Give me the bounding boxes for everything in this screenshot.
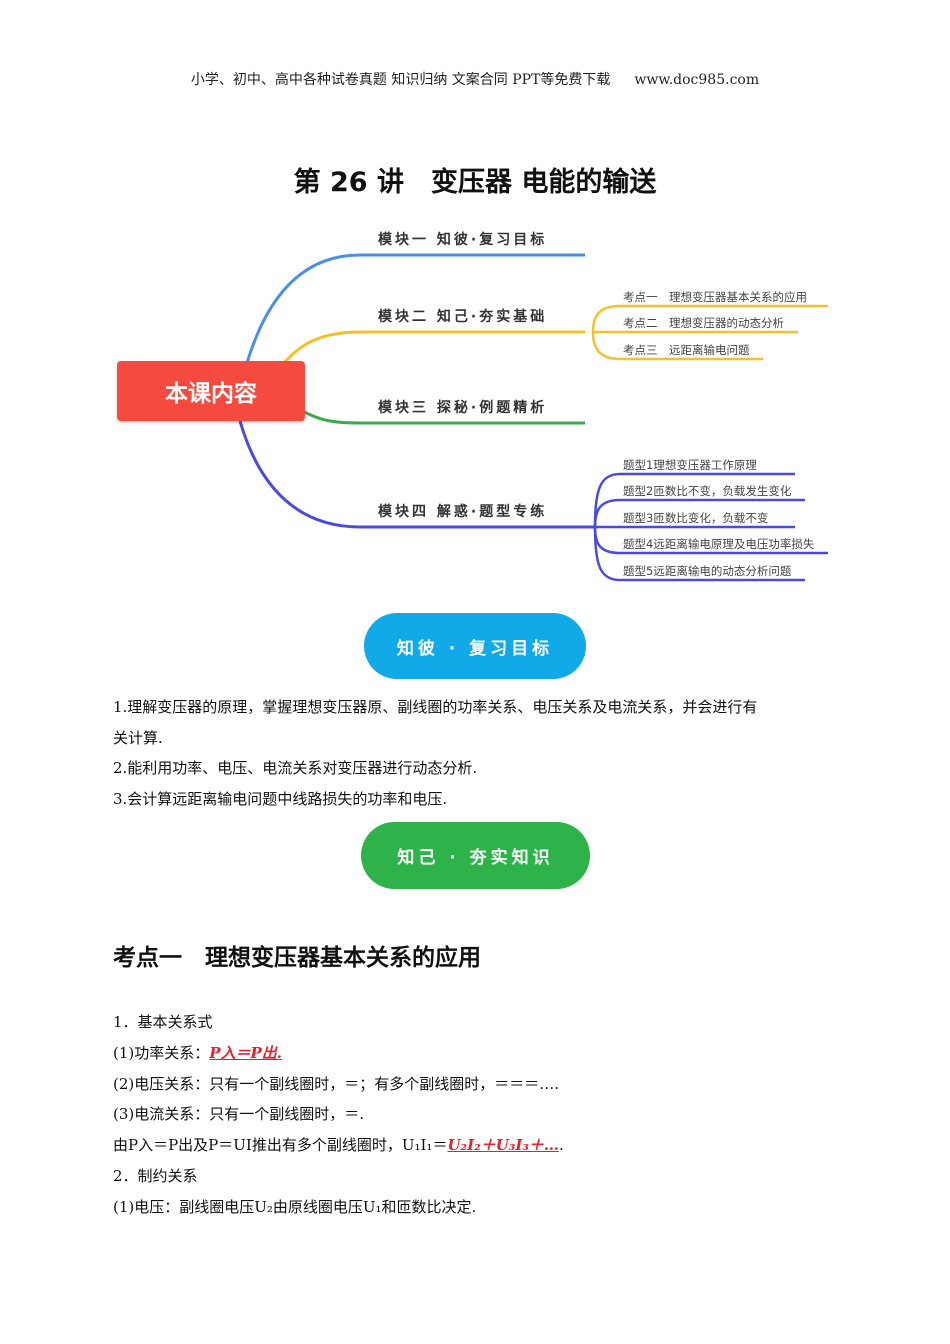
line-2-answer: P入＝P出. (209, 1044, 283, 1062)
tixing-3: 题型3匝数比变化，负载不变 (623, 511, 769, 525)
section-heading: 考点一 理想变压器基本关系的应用 (113, 945, 481, 971)
page-title: 第 26 讲 变压器 电能的输送 (293, 167, 657, 198)
header-text: 小学、初中、高中各种试卷真题 知识归纳 文案合同 PPT等免费下载 (190, 72, 611, 88)
tixing-4: 题型4远距离输电原理及电压功率损失 (623, 537, 815, 551)
review-goals-banner: 知彼 · 复习目标 (364, 613, 586, 679)
goal-1a: 1.理解变压器的原理，掌握理想变压器原、副线圈的功率关系、电压关系及电流关系，并… (113, 698, 758, 716)
module-3: 模块三 探秘·例题精析 (378, 400, 548, 416)
line-2: (1)功率关系：P入＝P出. (113, 1038, 282, 1069)
tixing-5: 题型5远距离输电的动态分析问题 (623, 564, 792, 578)
module4-subbranches (593, 472, 828, 582)
module-1: 模块一 知彼·复习目标 (378, 232, 548, 248)
goal-1b: 关计算. (113, 729, 163, 747)
line-5-text: 由P入＝P出及P＝UI推出有多个副线圈时，U₁I₁＝ (113, 1136, 448, 1154)
kaodian-1: 考点一 理想变压器基本关系的应用 (623, 290, 807, 304)
header-url[interactable]: www.doc985.com (634, 72, 760, 88)
branch-yellow (283, 330, 585, 363)
page-header: 小学、初中、高中各种试卷真题 知识归纳 文案合同 PPT等免费下载 www.doc… (0, 69, 950, 89)
mindmap (238, 253, 828, 582)
line-4: (3)电流关系：只有一个副线圈时，＝. (113, 1105, 365, 1123)
branch-green (299, 408, 585, 425)
line-3: (2)电压关系：只有一个副线圈时，＝；有多个副线圈时，＝＝＝…. (113, 1075, 560, 1093)
mindmap-root: 本课内容 (117, 361, 305, 421)
branch-blue (238, 253, 585, 391)
kaodian-2: 考点二 理想变压器的动态分析 (623, 316, 784, 330)
goal-2: 2.能利用功率、电压、电流关系对变压器进行动态分析. (113, 759, 478, 777)
goal-3: 3.会计算远距离输电问题中线路损失的功率和电压. (113, 790, 448, 808)
line-1: 1．基本关系式 (113, 1013, 213, 1031)
module2-subbranches (591, 304, 828, 361)
tixing-2: 题型2匝数比不变，负载发生变化 (623, 484, 792, 498)
module-2: 模块二 知己·夯实基础 (378, 309, 548, 325)
line-7: (1)电压：副线圈电压U₂由原线圈电压U₁和匝数比决定. (113, 1198, 477, 1216)
branch-purple (238, 420, 595, 529)
tixing-1: 题型1理想变压器工作原理 (623, 458, 757, 472)
line-2-label: (1)功率关系： (113, 1044, 210, 1062)
line-5: 由P入＝P出及P＝UI推出有多个副线圈时，U₁I₁＝U₂I₂＋U₃I₃＋…. (113, 1136, 564, 1154)
kaodian-3: 考点三 远距离输电问题 (623, 343, 750, 357)
line-6: 2．制约关系 (113, 1167, 198, 1185)
line-5-answer: U₂I₂＋U₃I₃＋… (447, 1136, 559, 1154)
module-4: 模块四 解惑·题型专练 (378, 504, 548, 520)
knowledge-banner: 知己 · 夯实知识 (361, 822, 590, 889)
